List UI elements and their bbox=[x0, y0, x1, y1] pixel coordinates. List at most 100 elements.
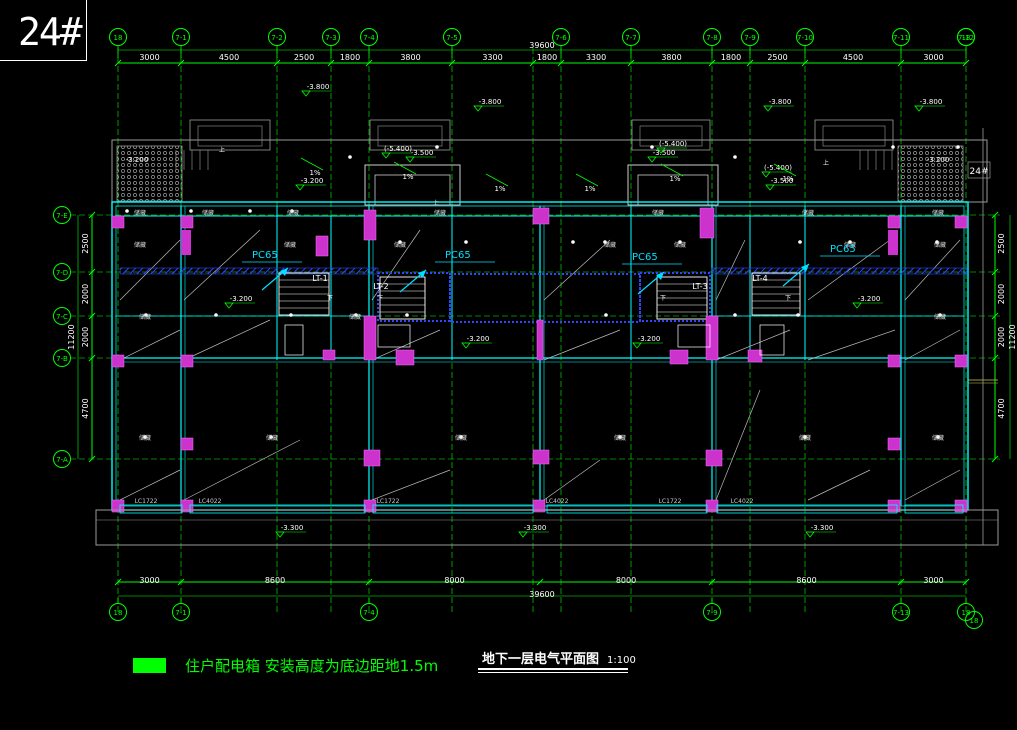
fixture-dot-2 bbox=[248, 209, 252, 213]
elevation-text-10: -3.300 bbox=[811, 524, 834, 532]
top-entry-inner-3 bbox=[822, 125, 886, 147]
stair-label-3: LT-4 bbox=[752, 274, 767, 283]
room-label-9: 储藏 bbox=[934, 313, 946, 321]
right-dim-tick-3 bbox=[991, 354, 999, 362]
right-total-dim: 11200 bbox=[1008, 324, 1017, 349]
fixture-dot-12 bbox=[144, 313, 148, 317]
right-dim-0: 2500 bbox=[997, 233, 1006, 253]
conduit-loop-1 bbox=[449, 273, 641, 323]
elevation-text-15: (-5.400) bbox=[764, 164, 792, 172]
room-label-11: 储藏 bbox=[266, 434, 278, 442]
fixture-dot-8 bbox=[678, 240, 682, 244]
slope-text-4: 1% bbox=[669, 175, 680, 183]
room-label-5: 储藏 bbox=[844, 241, 856, 249]
title-underline bbox=[478, 668, 628, 670]
elevation-mark-7 bbox=[852, 302, 862, 309]
bottom-dim-1: 8600 bbox=[265, 576, 285, 585]
pc-callout-label-0: PC65 bbox=[252, 250, 278, 261]
left-axis-bubble-2 bbox=[53, 307, 71, 325]
top-axis-bubble-5 bbox=[443, 28, 461, 46]
room-label-1: 储藏 bbox=[284, 241, 296, 249]
top-axis-bubble-6 bbox=[552, 28, 570, 46]
column-8 bbox=[363, 315, 377, 361]
fixture-dot-18 bbox=[733, 313, 737, 317]
stair-label-2: LT-3 bbox=[692, 282, 707, 291]
top-entry-inner-1 bbox=[377, 125, 443, 147]
left-dim-0: 2500 bbox=[81, 233, 90, 253]
top-dim-tick-5 bbox=[448, 59, 456, 67]
elevation-text-13: (-5.400) bbox=[384, 145, 412, 153]
slope-text-2: 1% bbox=[494, 185, 505, 193]
stair-direction-1: 上 bbox=[433, 199, 439, 207]
side-tag-label: 24# bbox=[970, 167, 989, 177]
fixture-dot-29 bbox=[650, 145, 654, 149]
right-dim-1: 2000 bbox=[997, 284, 1006, 304]
conduit-band-0 bbox=[119, 267, 379, 275]
elevation-text-9: -3.300 bbox=[524, 524, 547, 532]
building-tag: 24# bbox=[18, 10, 83, 54]
column-leg-0 bbox=[181, 230, 191, 255]
top-dim-4: 3800 bbox=[400, 53, 420, 62]
room-diagonal-17 bbox=[543, 239, 611, 301]
fixture-dot-21 bbox=[143, 435, 147, 439]
bottom-axis-label-3: 7-9 bbox=[706, 609, 717, 617]
window-label-5: LC4022 bbox=[731, 498, 754, 505]
fixture-dot-13 bbox=[214, 313, 218, 317]
top-axis-bubble-2 bbox=[268, 28, 286, 46]
top-axis-label-8: 7-8 bbox=[706, 34, 717, 42]
side-tag-frame bbox=[967, 161, 991, 179]
top-dim-2: 2500 bbox=[294, 53, 314, 62]
pc-callout-label-2: PC65 bbox=[632, 252, 658, 263]
stair-label-0: LT-1 bbox=[312, 274, 327, 283]
room-label-13: 储藏 bbox=[614, 434, 626, 442]
left-axis-label-3: 7-B bbox=[56, 355, 68, 363]
legend-distribution-box-text: 住户配电箱 安装高度为底边距地1.5m bbox=[185, 657, 439, 675]
room-label-19: 储藏 bbox=[434, 209, 446, 217]
window-5 bbox=[904, 504, 964, 514]
fixture-dot-3 bbox=[290, 209, 294, 213]
room-diagonal-6 bbox=[904, 329, 961, 361]
top-axis-label-4: 7-4 bbox=[363, 34, 375, 42]
room-label-17: 储藏 bbox=[202, 209, 214, 217]
elevation-text-11: -3.500 bbox=[411, 149, 434, 157]
column-7 bbox=[363, 209, 377, 241]
left-dim-tick-4 bbox=[88, 455, 96, 463]
bottom-axis-label-2: 7-4 bbox=[363, 609, 375, 617]
column-21 bbox=[954, 354, 968, 368]
bottom-axis-bubble-extra bbox=[965, 611, 983, 629]
elevation-text-14: (-5.400) bbox=[659, 140, 687, 148]
top-axis-bubble-1 bbox=[172, 28, 190, 46]
fixture-dot-27 bbox=[348, 155, 352, 159]
room-label-6: 储藏 bbox=[934, 241, 946, 249]
slope-arrow-0 bbox=[300, 157, 324, 171]
bottom-axis-bubble-3 bbox=[703, 603, 721, 621]
top-dim-10: 2500 bbox=[767, 53, 787, 62]
left-dim-3: 4700 bbox=[81, 398, 90, 418]
bottom-axis-label-5: 18 bbox=[962, 609, 971, 617]
top-axis-bubble-end bbox=[957, 28, 975, 46]
left-dim-tick-1 bbox=[88, 268, 96, 276]
slope-text-5: 1% bbox=[782, 175, 793, 183]
left-dim-2: 2000 bbox=[81, 327, 90, 347]
right-dim-tick-2 bbox=[991, 312, 999, 320]
fixture-dot-16 bbox=[405, 313, 409, 317]
elevation-text-0: -3.800 bbox=[307, 83, 330, 91]
room-diagonal-1 bbox=[183, 319, 271, 361]
fixture-dot-9 bbox=[798, 240, 802, 244]
fixture-dot-10 bbox=[848, 240, 852, 244]
column-leg-1 bbox=[888, 230, 898, 255]
column-14 bbox=[705, 315, 719, 361]
top-dim-tick-2 bbox=[273, 59, 281, 67]
window-label-0: LC1722 bbox=[135, 498, 158, 505]
right-dim-3: 4700 bbox=[997, 398, 1006, 418]
room-diagonal-0 bbox=[119, 329, 181, 361]
bottom-dim-5: 3000 bbox=[923, 576, 943, 585]
elevation-mark-17 bbox=[295, 184, 305, 191]
top-axis-label-9: 7-9 bbox=[744, 34, 755, 42]
fixture-dot-15 bbox=[354, 313, 358, 317]
fixture-dot-17 bbox=[604, 313, 608, 317]
conduit-band-1 bbox=[711, 267, 968, 275]
column-30 bbox=[705, 499, 719, 513]
right-dim-tick-4 bbox=[991, 455, 999, 463]
room-label-0: 储藏 bbox=[134, 241, 146, 249]
